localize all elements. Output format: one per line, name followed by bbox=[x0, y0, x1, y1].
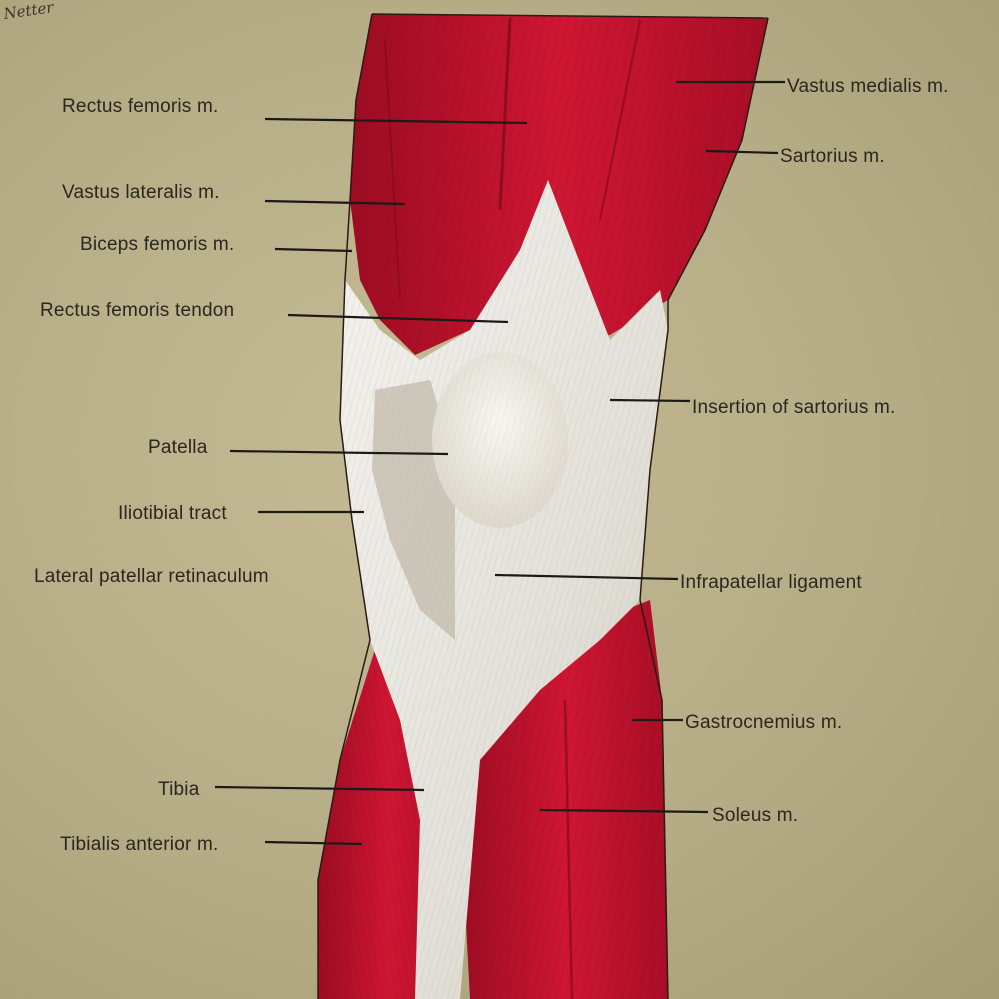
label-rectus-femoris-tendon: Rectus femoris tendon bbox=[40, 300, 234, 321]
label-biceps-femoris-m: Biceps femoris m. bbox=[80, 234, 234, 255]
label-patella: Patella bbox=[148, 437, 208, 458]
label-insertion-of-sartorius-m: Insertion of sartorius m. bbox=[692, 397, 896, 418]
label-rectus-femoris-m: Rectus femoris m. bbox=[62, 96, 219, 117]
label-tibialis-anterior-m: Tibialis anterior m. bbox=[60, 834, 219, 855]
leader-lines-left bbox=[214, 117, 528, 846]
labels-right: Vastus medialis m. Sartorius m. Insertio… bbox=[680, 76, 949, 826]
artist-signature: Netter bbox=[1, 0, 55, 23]
thigh-muscles bbox=[350, 14, 768, 355]
label-vastus-lateralis-m: Vastus lateralis m. bbox=[62, 182, 220, 203]
label-gastrocnemius-m: Gastrocnemius m. bbox=[685, 712, 842, 733]
label-tibia: Tibia bbox=[158, 779, 200, 800]
label-infrapatellar-ligament: Infrapatellar ligament bbox=[680, 572, 862, 593]
labels-left: Rectus femoris m. Vastus lateralis m. Bi… bbox=[34, 96, 269, 855]
label-iliotibial-tract: Iliotibial tract bbox=[118, 503, 227, 524]
leader-lines-right bbox=[494, 80, 785, 814]
label-lateral-patellar-retinaculum: Lateral patellar retinaculum bbox=[34, 566, 269, 587]
label-soleus-m: Soleus m. bbox=[712, 805, 798, 826]
label-vastus-medialis-m: Vastus medialis m. bbox=[787, 76, 949, 97]
label-sartorius-m: Sartorius m. bbox=[780, 146, 885, 167]
